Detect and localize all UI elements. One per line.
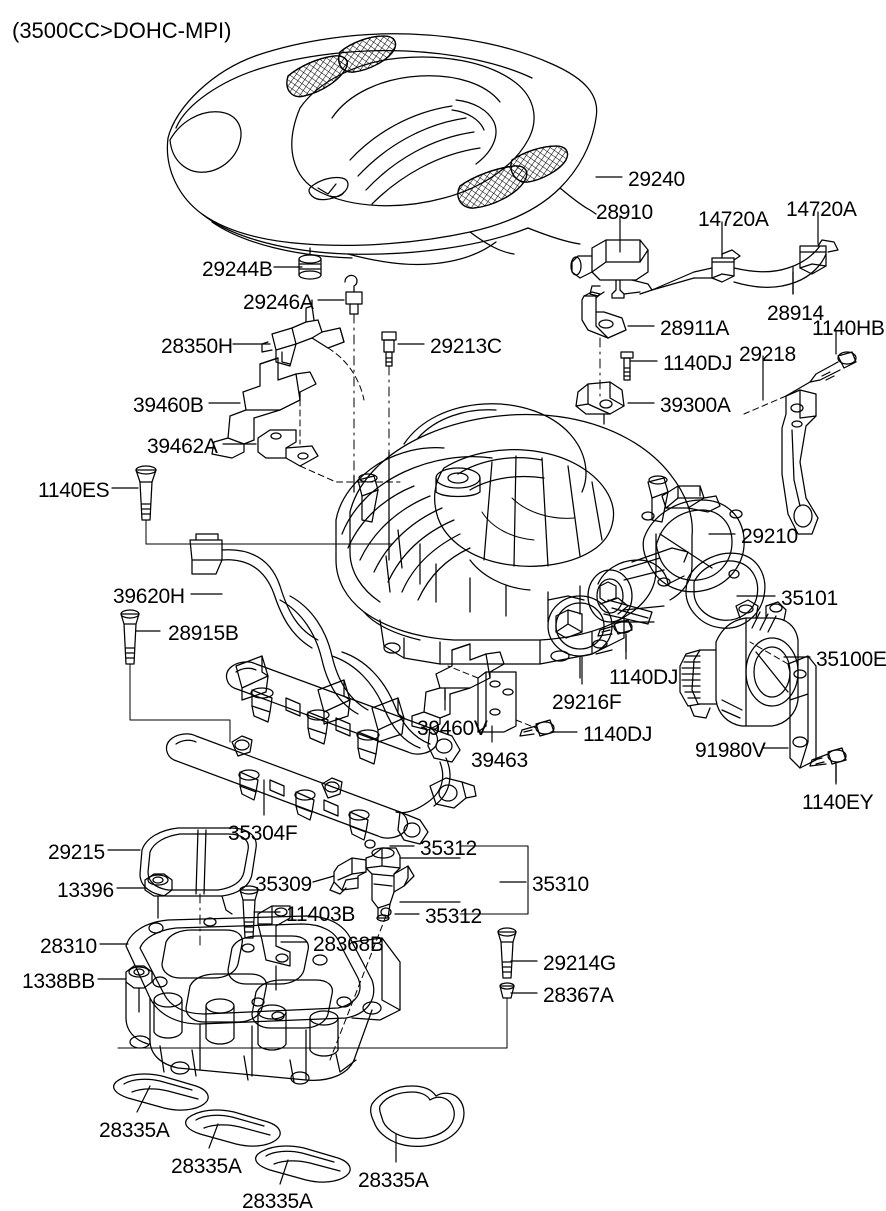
callout-1140ES[interactable]: 1140ES bbox=[38, 479, 110, 502]
callout-35304F[interactable]: 35304F bbox=[228, 822, 298, 845]
callout-28910[interactable]: 28910 bbox=[596, 201, 653, 224]
part-29244B-grommet bbox=[298, 247, 322, 280]
leader-lines bbox=[97, 176, 837, 1185]
callout-28335A-1[interactable]: 28335A bbox=[99, 1119, 170, 1142]
callout-29218[interactable]: 29218 bbox=[739, 343, 796, 366]
part-91980V-bracket bbox=[749, 641, 817, 769]
part-29216F-actuator bbox=[547, 595, 653, 679]
part-39463-bracket bbox=[447, 665, 537, 733]
part-35304F-fuel-rail bbox=[165, 661, 477, 845]
part-14720A-clamp-2 bbox=[799, 239, 839, 275]
callout-35312-1[interactable]: 35312 bbox=[420, 837, 477, 860]
callout-39460B[interactable]: 39460B bbox=[133, 394, 204, 417]
callout-28914[interactable]: 28914 bbox=[767, 302, 824, 325]
part-14720A-clamp-1 bbox=[711, 249, 741, 283]
part-29210-upper-manifold bbox=[335, 403, 745, 665]
part-28310-lower-manifold bbox=[125, 915, 401, 1085]
callout-14720A-2[interactable]: 14720A bbox=[786, 198, 857, 221]
callout-28335A-2[interactable]: 28335A bbox=[171, 1155, 242, 1178]
part-1338BB-nut bbox=[125, 965, 153, 1013]
part-13396-nut bbox=[144, 873, 173, 919]
callout-28335A-3[interactable]: 28335A bbox=[242, 1190, 313, 1211]
part-39462A-bracket bbox=[257, 429, 401, 483]
part-28335A-gasket-3 bbox=[255, 1145, 351, 1183]
part-28914-hose bbox=[651, 245, 827, 295]
part-29214G-bolt bbox=[497, 927, 517, 979]
part-28367A-grommet bbox=[117, 982, 515, 1049]
part-39300A-elbow bbox=[575, 381, 625, 425]
callout-39462A[interactable]: 39462A bbox=[147, 435, 218, 458]
callout-29213C[interactable]: 29213C bbox=[430, 335, 502, 358]
callout-35312-2[interactable]: 35312 bbox=[425, 905, 482, 928]
callout-28367A[interactable]: 28367A bbox=[543, 984, 614, 1007]
part-39620H-harness bbox=[189, 533, 431, 749]
part-29218-bracket bbox=[743, 389, 819, 535]
callout-29240[interactable]: 29240 bbox=[628, 168, 685, 191]
part-28915B-bolt bbox=[120, 609, 231, 743]
callout-28911A[interactable]: 28911A bbox=[660, 317, 730, 340]
callout-1140DJ-1[interactable]: 1140DJ bbox=[663, 352, 733, 375]
part-1140DJ-bolt-lower bbox=[519, 719, 555, 737]
callout-1140EY[interactable]: 1140EY bbox=[802, 791, 874, 814]
part-29215-gasket bbox=[139, 827, 257, 951]
callout-29216F[interactable]: 29216F bbox=[552, 691, 622, 714]
part-39460V-solenoid bbox=[411, 643, 505, 731]
callout-11403B[interactable]: 11403B bbox=[286, 903, 356, 926]
callout-14720A-1[interactable]: 14720A bbox=[698, 208, 769, 231]
callout-13396[interactable]: 13396 bbox=[57, 879, 114, 902]
part-1140DJ-bolt-upper bbox=[620, 351, 634, 381]
part-11403B-bolt bbox=[239, 885, 259, 939]
part-28335A-gasket-4 bbox=[370, 1085, 465, 1148]
part-35100E-throttle-body bbox=[679, 599, 799, 727]
diagram-title: (3500CC>DOHC-MPI) bbox=[12, 18, 232, 43]
callout-29244B[interactable]: 29244B bbox=[202, 258, 273, 281]
part-35309-clip bbox=[329, 857, 367, 895]
part-29246A-stud bbox=[344, 274, 363, 493]
callout-39460V[interactable]: 39460V bbox=[417, 717, 488, 740]
part-1140ES-bolt bbox=[135, 465, 393, 545]
part-28335A-gasket-1 bbox=[113, 1073, 209, 1111]
callout-35100E[interactable]: 35100E bbox=[816, 648, 886, 671]
callout-1140HB[interactable]: 1140HB bbox=[812, 317, 885, 340]
callout-29215[interactable]: 29215 bbox=[48, 841, 105, 864]
part-29213C-sensor bbox=[381, 331, 397, 561]
part-28911A-bracket bbox=[581, 291, 627, 399]
callout-35310[interactable]: 35310 bbox=[532, 873, 589, 896]
part-28350H-valve bbox=[261, 299, 365, 401]
callout-1140DJ-3[interactable]: 1140DJ bbox=[583, 723, 653, 746]
part-29240-engine-cover bbox=[166, 33, 598, 266]
part-1140HB-bolt bbox=[785, 351, 857, 397]
callout-28335A-4[interactable]: 28335A bbox=[358, 1169, 429, 1192]
part-28910-purge-valve bbox=[570, 239, 695, 299]
callout-1338BB[interactable]: 1338BB bbox=[22, 970, 95, 993]
callout-29246A[interactable]: 29246A bbox=[243, 291, 314, 314]
callout-39300A[interactable]: 39300A bbox=[660, 394, 731, 417]
callout-35309[interactable]: 35309 bbox=[255, 873, 312, 896]
part-35310-fuel-injector bbox=[329, 839, 529, 1061]
callout-28915B[interactable]: 28915B bbox=[168, 622, 239, 645]
callout-91980V[interactable]: 91980V bbox=[695, 739, 766, 762]
callout-28368B[interactable]: 28368B bbox=[313, 933, 384, 956]
callout-29214G[interactable]: 29214G bbox=[543, 952, 616, 975]
callout-35101[interactable]: 35101 bbox=[781, 587, 838, 610]
callout-39463[interactable]: 39463 bbox=[471, 749, 528, 772]
part-39460B-solenoid bbox=[211, 357, 317, 459]
callout-1140DJ-2[interactable]: 1140DJ bbox=[609, 666, 679, 689]
callout-29210[interactable]: 29210 bbox=[741, 525, 798, 548]
callout-28350H[interactable]: 28350H bbox=[161, 335, 233, 358]
callout-28310[interactable]: 28310 bbox=[40, 935, 97, 958]
callout-39620H[interactable]: 39620H bbox=[113, 585, 185, 608]
part-28335A-gasket-2 bbox=[185, 1109, 281, 1147]
